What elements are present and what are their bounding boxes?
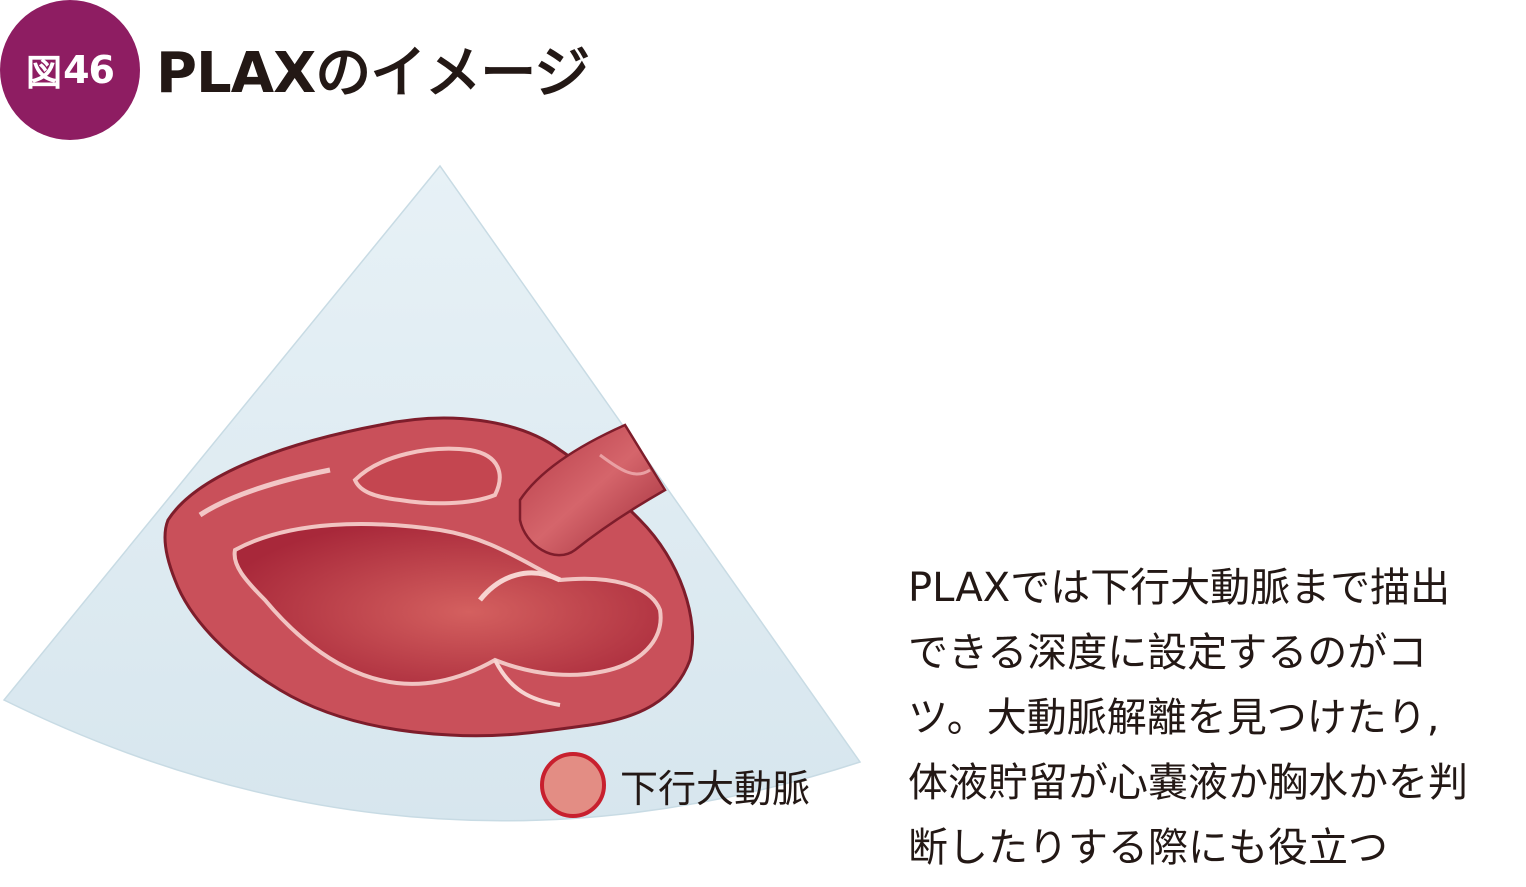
left-ventricle-cavity (232, 522, 663, 686)
caption-line: ツ。大動脈解離を見つけたり, (908, 695, 1440, 741)
legend-label: 下行大動脈 (620, 766, 811, 811)
figure-badge-label: 図 (26, 53, 62, 94)
aorta-tube (518, 423, 667, 557)
left-atrium (352, 446, 502, 506)
legend-descending-aorta: 下行大動脈 (540, 752, 810, 818)
descending-aorta-marker (540, 752, 606, 818)
caption-line: 断したりする際にも役立つ (908, 825, 1388, 871)
caption-line: PLAXでは下行大動脈まで描出 (908, 565, 1451, 611)
caption-line: できる深度に設定するのがコ (908, 630, 1428, 676)
figure-badge-number: 46 (63, 48, 115, 92)
figure-badge: 図 46 (0, 0, 140, 140)
figure-title: PLAXのイメージ (156, 41, 590, 106)
figure-caption: PLAXでは下行大動脈まで描出 できる深度に設定するのがコ ツ。大動脈解離を見つ… (908, 556, 1523, 881)
caption-line: 体液貯留が心嚢液か胸水かを判 (908, 760, 1468, 806)
